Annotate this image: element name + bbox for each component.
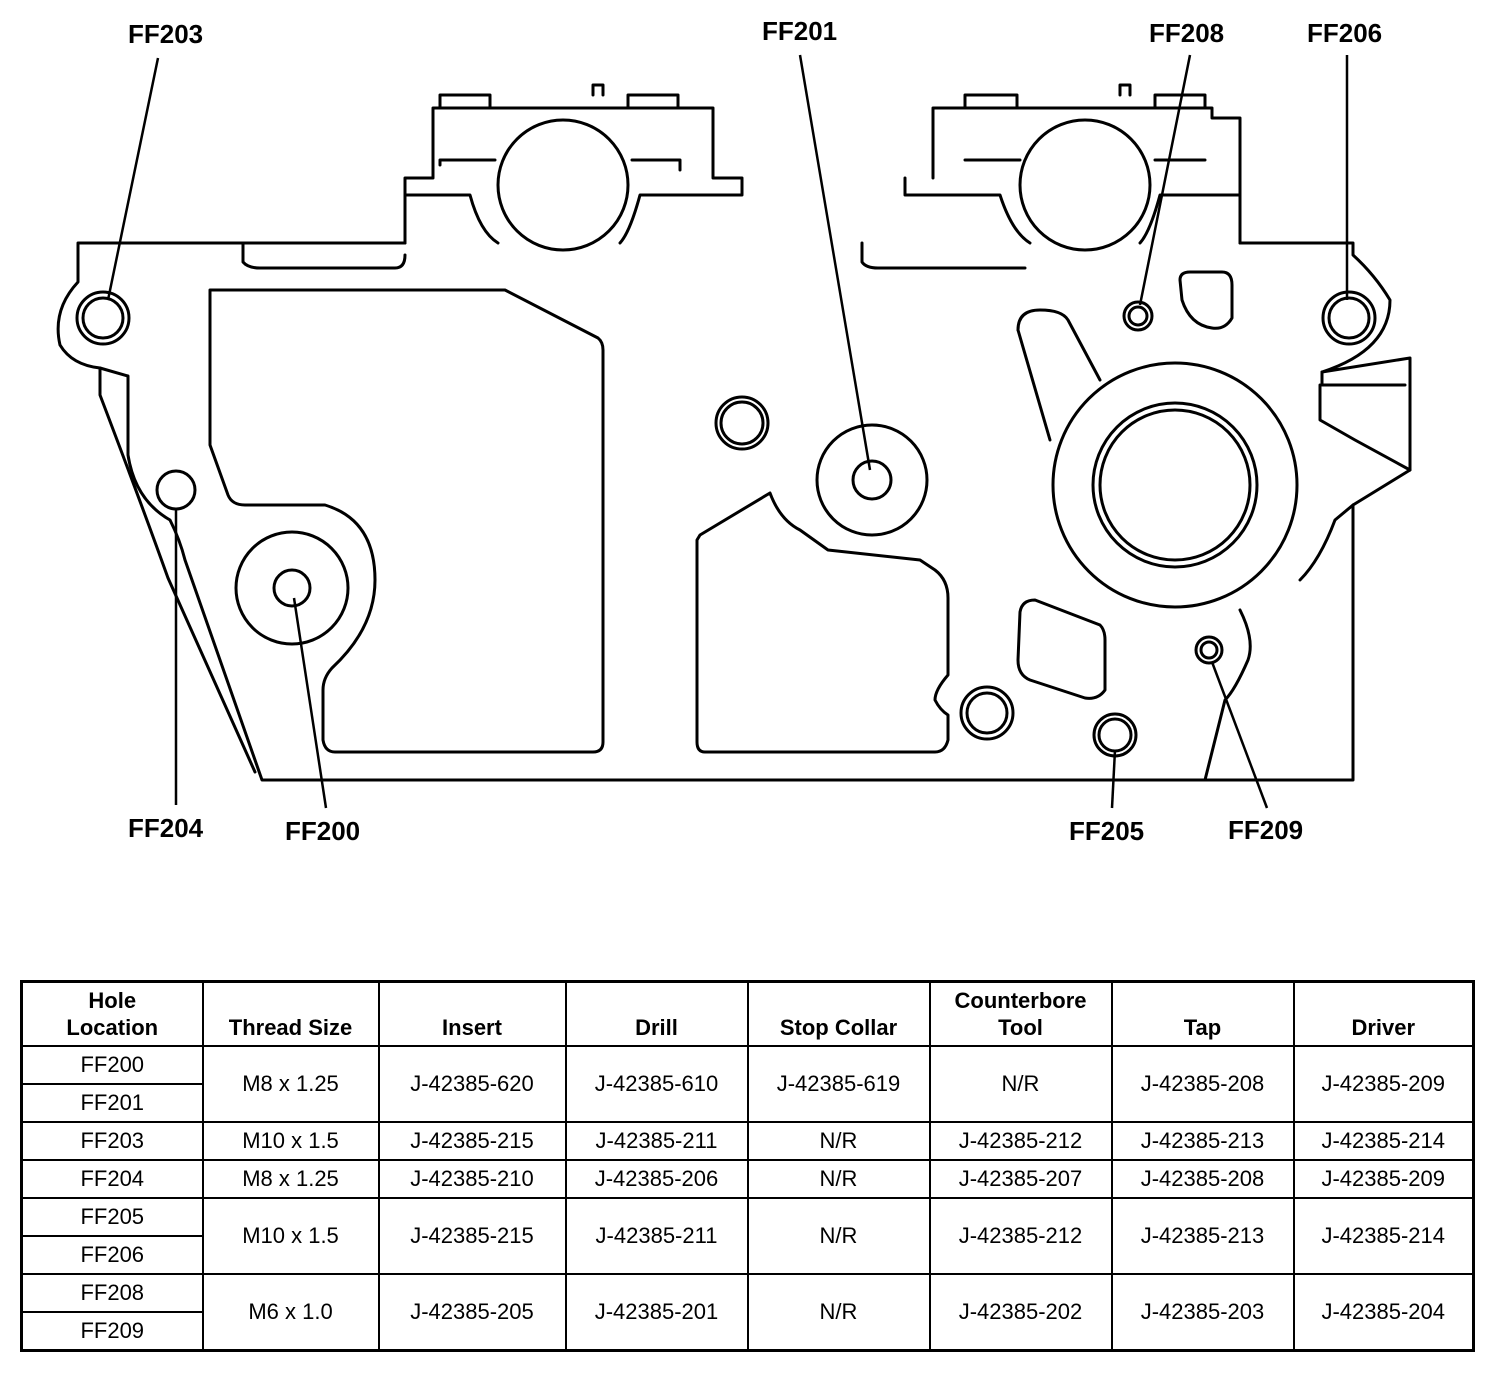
label-ff209: FF209 <box>1228 815 1303 845</box>
insert-cell: J-42385-205 <box>377 1273 567 1352</box>
right-cam-tower <box>931 106 1242 245</box>
driver-cell: J-42385-209 <box>1292 1159 1475 1199</box>
thread-cell: M8 x 1.25 <box>201 1159 380 1199</box>
ff203-hole-outer <box>75 290 131 346</box>
table-row: FF203 M10 x 1.5 J-42385-215 J-42385-211 … <box>20 1121 1475 1161</box>
thread-cell: M10 x 1.5 <box>201 1197 380 1275</box>
leader-ff201 <box>798 54 872 471</box>
label-ff205: FF205 <box>1069 816 1144 846</box>
header-insert: Insert <box>377 980 567 1047</box>
stop-collar-cell: N/R <box>746 1121 931 1161</box>
stop-collar-cell: N/R <box>746 1197 931 1275</box>
leader-ff205 <box>1110 749 1117 809</box>
hole-cell: FF201 <box>20 1083 204 1123</box>
label-ff200: FF200 <box>285 816 360 846</box>
stop-collar-cell: N/R <box>746 1159 931 1199</box>
drill-cell: J-42385-211 <box>564 1197 749 1275</box>
table-row: FF209 <box>20 1311 1474 1352</box>
left-cam-tower <box>403 106 744 245</box>
driver-cell: J-42385-214 <box>1292 1197 1475 1275</box>
left-pocket <box>208 288 605 754</box>
counterbore-cell: J-42385-207 <box>928 1159 1113 1199</box>
tap-cell: J-42385-208 <box>1110 1159 1295 1199</box>
drill-cell: J-42385-610 <box>564 1045 749 1123</box>
drill-cell: J-42385-211 <box>564 1121 749 1161</box>
leader-ff200 <box>292 597 328 809</box>
table-row: FF204 M8 x 1.25 J-42385-210 J-42385-206 … <box>20 1159 1475 1199</box>
ff206-hole <box>1321 290 1377 346</box>
hole-cell: FF205 <box>20 1197 204 1237</box>
hole-cell: FF208 <box>20 1273 204 1313</box>
hole-cell: FF200 <box>20 1045 204 1085</box>
ff201-hole <box>851 459 893 501</box>
ff200-boss <box>234 530 350 646</box>
label-ff204: FF204 <box>128 813 204 843</box>
ff208-hole <box>1122 300 1154 332</box>
oil-boss-outer <box>1051 361 1299 609</box>
plug-bottom <box>959 685 1015 741</box>
insert-cell: J-42385-620 <box>377 1045 567 1123</box>
header-tap: Tap <box>1110 980 1295 1047</box>
table-row: FF208 M6 x 1.0 J-42385-205 J-42385-201 N… <box>20 1273 1475 1352</box>
center-pocket <box>695 491 950 754</box>
header-stop-collar: Stop Collar <box>746 980 931 1047</box>
label-ff208: FF208 <box>1149 18 1224 48</box>
label-ff203: FF203 <box>128 19 203 49</box>
hole-cell: FF206 <box>20 1235 204 1275</box>
insert-cell: J-42385-215 <box>377 1197 567 1275</box>
counterbore-cell: J-42385-212 <box>928 1197 1113 1275</box>
stop-collar-cell: N/R <box>746 1273 931 1352</box>
leader-ff208 <box>1138 54 1192 306</box>
header-drill: Drill <box>564 980 749 1047</box>
ff209-hole <box>1194 635 1224 665</box>
drill-cell: J-42385-206 <box>564 1159 749 1199</box>
driver-cell: J-42385-204 <box>1292 1273 1475 1352</box>
hole-cell: FF209 <box>20 1311 204 1352</box>
table-row: FF200 M8 x 1.25 J-42385-620 J-42385-610 … <box>20 1045 1475 1123</box>
header-thread-size: Thread Size <box>201 980 380 1047</box>
drill-cell: J-42385-201 <box>564 1273 749 1352</box>
label-ff201: FF201 <box>762 16 837 46</box>
counterbore-cell: N/R <box>928 1045 1113 1123</box>
cylinder-head-diagram: FF203 FF201 FF208 FF206 FF204 FF200 FF20… <box>56 16 1412 846</box>
left-cam-bore <box>496 118 630 252</box>
right-cam-bore <box>1018 118 1152 252</box>
oil-boss-inner <box>1091 401 1259 569</box>
thread-cell: M8 x 1.25 <box>201 1045 380 1123</box>
table-row: FF201 <box>20 1083 1474 1123</box>
plug-left <box>714 395 770 451</box>
thread-cell: M6 x 1.0 <box>201 1273 380 1352</box>
head-outline <box>56 241 1412 782</box>
ff204-hole <box>155 469 197 511</box>
ff200-hole <box>272 568 312 608</box>
label-ff206: FF206 <box>1307 18 1382 48</box>
counterbore-cell: J-42385-202 <box>928 1273 1113 1352</box>
tap-cell: J-42385-208 <box>1110 1045 1295 1123</box>
driver-cell: J-42385-214 <box>1292 1121 1475 1161</box>
insert-cell: J-42385-215 <box>377 1121 567 1161</box>
tap-cell: J-42385-203 <box>1110 1273 1295 1352</box>
leader-ff203 <box>106 57 160 301</box>
hole-cell: FF203 <box>20 1121 204 1161</box>
stop-collar-cell: J-42385-619 <box>746 1045 931 1123</box>
thread-cell: M10 x 1.5 <box>201 1121 380 1161</box>
driver-cell: J-42385-209 <box>1292 1045 1475 1123</box>
counterbore-cell: J-42385-212 <box>928 1121 1113 1161</box>
header-driver: Driver <box>1292 980 1475 1047</box>
tap-cell: J-42385-213 <box>1110 1197 1295 1275</box>
hole-cell: FF204 <box>20 1159 204 1199</box>
tap-cell: J-42385-213 <box>1110 1121 1295 1161</box>
right-slot <box>1016 308 1102 382</box>
insert-cell: J-42385-210 <box>377 1159 567 1199</box>
table-row: FF205 M10 x 1.5 J-42385-215 J-42385-211 … <box>20 1197 1475 1275</box>
table-row: FF206 <box>20 1235 1474 1275</box>
leader-ff209 <box>1210 661 1269 809</box>
ff201-boss <box>815 423 929 537</box>
